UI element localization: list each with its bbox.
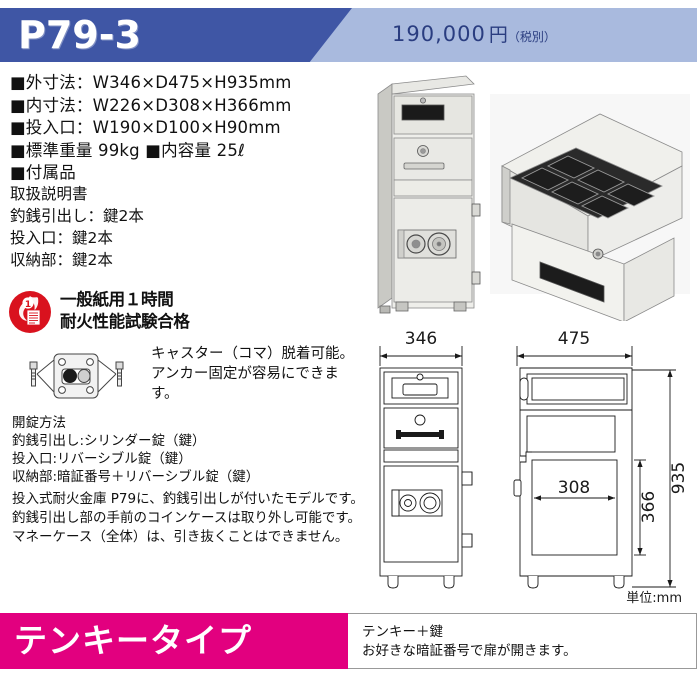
- bottom-banner: テンキータイプ テンキー＋鍵 お好きな暗証番号で扉が開きます。: [0, 613, 697, 669]
- spec-slot-dimensions: ■投入口：W190×D100×H90mm: [10, 118, 281, 137]
- caster-description: キャスター（コマ）脱着可能。アンカー固定が容易にできます。: [151, 346, 354, 402]
- accessory-storage-keys: 収納部：鍵2本: [10, 251, 113, 269]
- type-description-box: テンキー＋鍵 お好きな暗証番号で扉が開きます。: [348, 613, 697, 669]
- inner-cavity: [531, 459, 618, 556]
- spec-accessories-heading: ■付属品: [10, 163, 76, 182]
- product-notes: 投入式耐火金庫 P79に、釣銭引出しが付いたモデルです。 釣銭引出し部の手前のコ…: [12, 490, 364, 547]
- unit-label: 単位:mm: [626, 590, 682, 605]
- technical-drawings: 346: [379, 330, 689, 605]
- spec-external-dimensions: ■外寸法：W346×D475×H935mm: [10, 73, 292, 92]
- caster-info-block: キャスター（コマ）脱着可能。アンカー固定が容易にできます。: [6, 344, 356, 406]
- fire-badge-number: 1: [25, 300, 31, 310]
- type-desc-line2: お好きな暗証番号で扉が開きます。: [362, 643, 577, 659]
- price-amount: 190,000: [392, 22, 486, 46]
- header-dark-panel: [0, 8, 352, 62]
- note-line-1: 投入式耐火金庫 P79に、釣銭引出しが付いたモデルです。: [12, 491, 364, 507]
- dim-width-346: 346: [379, 330, 463, 366]
- accessory-manual: 取扱説明書: [10, 185, 88, 203]
- product-photos: [377, 75, 690, 321]
- spec-internal-dimensions: ■内寸法：W226×D308×H366mm: [10, 95, 292, 115]
- fire-resistance-icon: 1: [9, 291, 51, 333]
- spec-weight-capacity: ■標準重量 99kg ■内容量 25ℓ: [10, 140, 246, 160]
- page-title: P79-3: [18, 13, 141, 57]
- fire-resistance-text: 一般紙用１時間 耐火性能試験合格: [60, 289, 190, 333]
- type-description-inner: テンキー＋鍵 お好きな暗証番号で扉が開きます。: [362, 623, 577, 661]
- type-banner-label: テンキータイプ: [14, 621, 252, 660]
- fire-resistance-line1: 一般紙用１時間: [60, 290, 174, 309]
- accessory-change-drawer-keys: 釣銭引出し：鍵2本: [10, 207, 144, 225]
- specification-list: ■外寸法：W346×D475×H935mm ■内寸法：W226×D308×H36…: [10, 72, 360, 185]
- photo-coin-drawer: [490, 94, 690, 321]
- note-line-3: マネーケース（全体）は、引き抜くことはできません。: [12, 529, 349, 545]
- fire-resistance-line2: 耐火性能試験合格: [60, 312, 190, 331]
- price-tax-note: （税別）: [507, 30, 556, 44]
- unlock-change-drawer: 釣銭引出し:シリンダー錠（鍵）: [12, 433, 206, 449]
- unlock-method-block: 開錠方法 釣銭引出し:シリンダー錠（鍵） 投入口:リバーシブル錠（鍵） 収納部:…: [12, 414, 357, 486]
- dim-inner-height-366: 366: [634, 459, 659, 556]
- dim-label-308: 308: [558, 478, 590, 498]
- dim-label-935: 935: [669, 462, 689, 494]
- dim-width-475: 475: [516, 330, 633, 366]
- dim-outer-height-935: 935: [632, 369, 689, 588]
- accessory-list: 取扱説明書 釣銭引出し：鍵2本 投入口：鍵2本 収納部：鍵2本: [10, 183, 360, 271]
- dim-inner-308: 308: [534, 478, 615, 501]
- photo-safe-front: [377, 75, 481, 314]
- unlock-heading: 開錠方法: [12, 415, 66, 431]
- caster-anchor-diagram: [29, 353, 124, 399]
- dim-label-346: 346: [405, 330, 437, 349]
- dim-label-366: 366: [639, 491, 659, 523]
- unlock-slot: 投入口:リバーシブル錠（鍵）: [12, 451, 192, 467]
- price-currency: 円: [488, 24, 508, 46]
- unlock-storage: 収納部:暗証番号＋リバーシブル錠（鍵）: [12, 469, 260, 485]
- accessory-slot-keys: 投入口：鍵2本: [10, 229, 113, 247]
- note-line-2: 釣銭引出し部の手前のコインケースは取り外し可能です。: [12, 510, 361, 526]
- type-banner: テンキータイプ: [0, 613, 348, 669]
- type-desc-line1: テンキー＋鍵: [362, 624, 443, 640]
- dim-label-475: 475: [558, 330, 590, 349]
- fire-resistance-badge: 1 一般紙用１時間 耐火性能試験合格: [8, 290, 258, 336]
